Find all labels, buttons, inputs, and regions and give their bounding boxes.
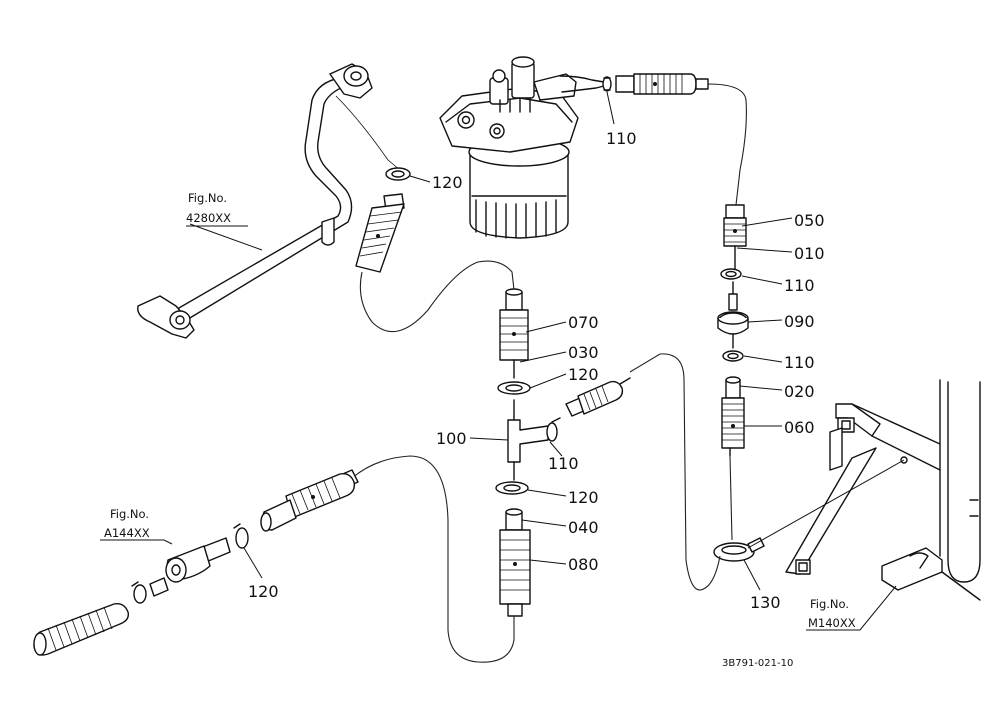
lower-left-hose	[33, 469, 359, 656]
figref-m140-number: M140XX	[808, 616, 856, 630]
figref-4280-label: Fig.No.	[188, 191, 227, 205]
callout-090: 090	[784, 312, 815, 331]
callout-010: 010	[794, 244, 825, 263]
callout-120-low: 120	[568, 488, 599, 507]
callout-040: 040	[568, 518, 599, 537]
figref-4280-number: 4280XX	[186, 211, 231, 225]
hose-line-right-loop	[629, 353, 721, 591]
right-hose-column	[713, 204, 765, 562]
callout-120-top: 120	[432, 173, 463, 192]
hose-line-center-loop	[351, 455, 515, 663]
callout-130: 130	[750, 593, 781, 612]
callout-060: 060	[784, 418, 815, 437]
hose-line-top-right	[707, 83, 747, 206]
callout-110-top: 110	[606, 129, 637, 148]
callout-120-mid: 120	[568, 365, 599, 384]
callout-100: 100	[436, 429, 467, 448]
fuel-filter-assembly	[439, 56, 605, 239]
callout-070: 070	[568, 313, 599, 332]
top-hose-with-clamp	[602, 73, 709, 95]
callout-020: 020	[784, 382, 815, 401]
figref-a144-label: Fig.No.	[110, 507, 149, 521]
figure-references: Fig.No. 4280XX Fig.No. A144XX Fig.No. M1…	[104, 191, 856, 630]
callout-080: 080	[568, 555, 599, 574]
center-hose-column	[495, 288, 631, 617]
callout-labels: 110 120 050 010 110 090 110 020 060 070 …	[248, 129, 825, 612]
callout-110-b: 110	[784, 353, 815, 372]
callout-050: 050	[794, 211, 825, 230]
upper-left-hose	[355, 167, 411, 273]
figref-m140-label: Fig.No.	[810, 597, 849, 611]
callout-120-left: 120	[248, 582, 279, 601]
document-number: 3B791-021-10	[722, 658, 793, 669]
engine-bracket-m140	[747, 379, 981, 601]
figref-a144-number: A144XX	[104, 526, 150, 540]
fuel-pipe-4280xx	[137, 63, 373, 339]
leader-pipe-to-clamp	[335, 95, 401, 171]
callout-030: 030	[568, 343, 599, 362]
leader-lines	[100, 91, 897, 631]
hose-line-upper-left	[359, 260, 515, 333]
callout-110-mid: 110	[548, 454, 579, 473]
callout-110-a: 110	[784, 276, 815, 295]
